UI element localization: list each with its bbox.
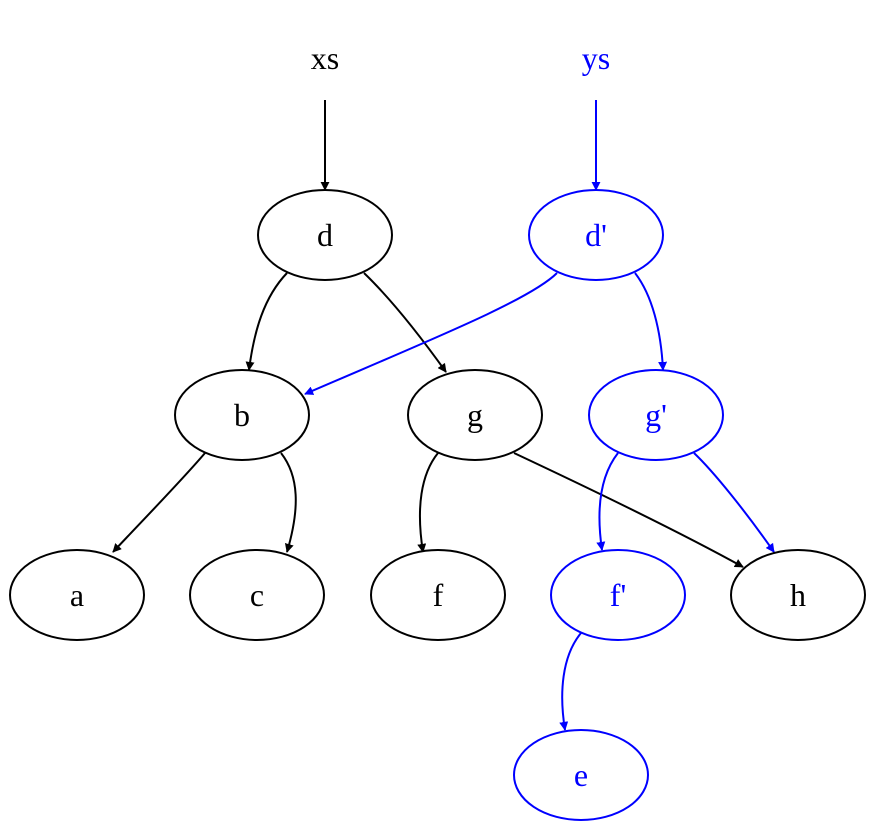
edge-line bbox=[417, 452, 439, 553]
edge-g-to-h bbox=[513, 452, 744, 568]
node-shape bbox=[9, 549, 145, 641]
edge-line bbox=[280, 452, 297, 553]
edge-d-to-b bbox=[245, 272, 288, 371]
node-label: g' bbox=[645, 397, 667, 433]
node-shape bbox=[528, 189, 664, 281]
node-c: c bbox=[189, 549, 325, 641]
edge-line bbox=[559, 632, 582, 731]
node-shape bbox=[407, 369, 543, 461]
edge-line bbox=[596, 452, 619, 551]
root-label-xs: xs bbox=[311, 40, 339, 76]
node-g-prime: g' bbox=[588, 369, 724, 461]
node-e: e bbox=[513, 729, 649, 821]
node-label: f' bbox=[610, 577, 626, 613]
node-b: b bbox=[174, 369, 310, 461]
node-label: f bbox=[433, 577, 444, 613]
edge-d-to-g bbox=[363, 272, 447, 373]
node-d-prime: d' bbox=[528, 189, 664, 281]
root-label-ys: ys bbox=[582, 40, 610, 76]
node-label: b bbox=[234, 397, 250, 433]
node-shape bbox=[189, 549, 325, 641]
node-shape bbox=[257, 189, 393, 281]
node-h: h bbox=[730, 549, 866, 641]
edge-g2-to-f2 bbox=[596, 452, 619, 551]
node-label: d' bbox=[585, 217, 607, 253]
node-shape bbox=[513, 729, 649, 821]
node-f-prime: f' bbox=[550, 549, 686, 641]
edge-b-to-a bbox=[112, 452, 206, 553]
node-f: f bbox=[370, 549, 506, 641]
node-g: g bbox=[407, 369, 543, 461]
edge-line bbox=[634, 272, 668, 371]
edge-b-to-c bbox=[280, 452, 297, 553]
node-label: d bbox=[317, 217, 333, 253]
node-shape bbox=[730, 549, 866, 641]
node-a: a bbox=[9, 549, 145, 641]
edge-line bbox=[513, 452, 744, 568]
edge-d2-to-g2 bbox=[634, 272, 668, 371]
node-label: e bbox=[574, 757, 588, 793]
node-label: c bbox=[250, 577, 264, 613]
node-d: d bbox=[257, 189, 393, 281]
edge-line bbox=[304, 272, 558, 395]
node-label: h bbox=[790, 577, 806, 613]
edges bbox=[112, 100, 775, 731]
nodes: d d' b g g' a c f f' h e bbox=[9, 189, 866, 821]
node-shape bbox=[550, 549, 686, 641]
node-shape bbox=[370, 549, 506, 641]
edge-f2-to-e bbox=[559, 632, 582, 731]
edge-g-to-f bbox=[417, 452, 439, 553]
node-label: g bbox=[467, 397, 483, 433]
root-labels: xs ys bbox=[311, 40, 610, 76]
edge-d2-to-b bbox=[304, 272, 558, 395]
node-label: a bbox=[70, 577, 84, 613]
edge-g2-to-h bbox=[693, 452, 775, 553]
edge-line bbox=[693, 452, 775, 553]
node-shape bbox=[588, 369, 724, 461]
edge-line bbox=[112, 452, 206, 553]
edge-line bbox=[245, 272, 288, 371]
edge-line bbox=[363, 272, 447, 373]
node-shape bbox=[174, 369, 310, 461]
